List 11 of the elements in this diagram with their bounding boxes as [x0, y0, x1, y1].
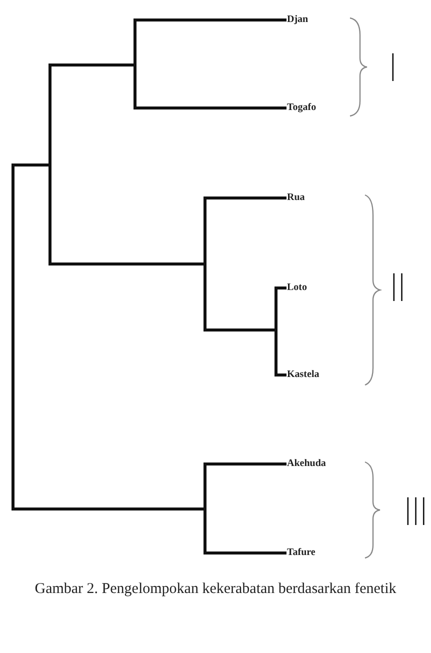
leaf-label: Kastela	[287, 369, 320, 381]
leaf-label: Tafure	[287, 547, 316, 559]
figure-caption: Gambar 2. Pengelompokan kekerabatan berdasarkan fenetik	[34, 580, 398, 599]
cluster-numeral: III	[404, 492, 428, 532]
leaf-label: Akehuda	[287, 458, 326, 470]
leaf-label: Togafo	[287, 102, 316, 114]
leaf-label: Rua	[287, 192, 305, 204]
cluster-numeral: II	[390, 268, 406, 308]
leaf-label: Loto	[287, 282, 307, 294]
cluster-numeral: I	[389, 48, 397, 88]
leaf-label: Djan	[287, 14, 308, 26]
